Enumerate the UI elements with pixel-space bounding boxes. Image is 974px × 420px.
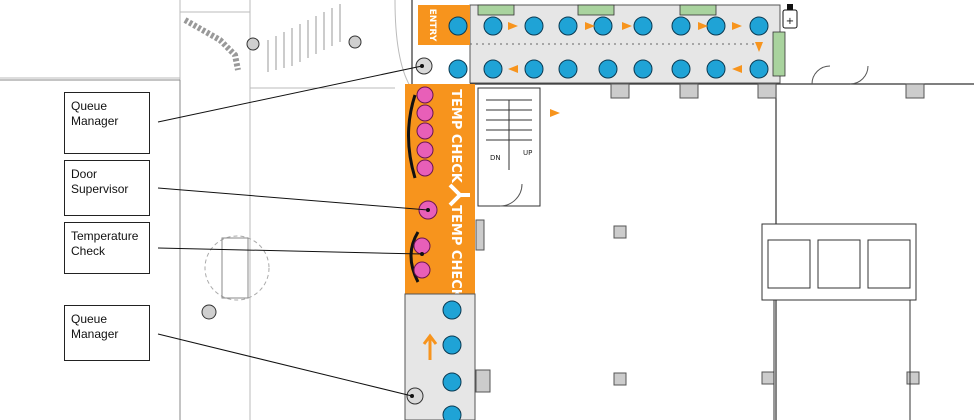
entry-label: ENTRY: [427, 9, 437, 42]
left-building-outline: [0, 79, 181, 420]
callout-door-supervisor: Door Supervisor: [64, 160, 150, 216]
stair-up-label: UP: [523, 149, 532, 157]
callout-leaders: [157, 65, 429, 397]
temp-check-label-bottom: TEMP CHECK: [448, 205, 463, 300]
tree-symbol: [204, 235, 270, 301]
split-arrow-icon: [448, 183, 470, 207]
leader-dots: [410, 64, 430, 398]
stair-core: [477, 87, 541, 207]
structural-columns: [475, 83, 925, 393]
door-swings: [499, 65, 869, 207]
stair-dn-label: DN: [490, 154, 501, 162]
pedestrian-icons: [201, 35, 362, 320]
curb-arc: [183, 17, 241, 71]
callout-text: Queue Manager: [71, 312, 119, 341]
flow-arrows: [508, 22, 763, 117]
svg-text:+: +: [786, 16, 794, 27]
callout-queue-manager-top: Queue Manager: [64, 92, 150, 154]
crosswalk-stripes: [267, 4, 341, 72]
hand-sanitizer-icon: +: [782, 4, 798, 29]
callout-text: Queue Manager: [71, 99, 119, 128]
callout-temperature-check: Temperature Check: [64, 222, 150, 274]
temp-check-zone: [405, 84, 475, 294]
callout-queue-manager-bottom: Queue Manager: [64, 305, 150, 361]
callout-text: Temperature Check: [71, 229, 139, 258]
street-linework: [0, 0, 411, 420]
flow-arrow-icon: [422, 333, 438, 360]
temp-check-label-top: TEMP CHECK: [448, 89, 463, 184]
queue-markers-top-row: [448, 16, 769, 79]
queue-manager-markers: [406, 57, 433, 405]
barrier-top: [407, 94, 417, 179]
callout-text: Door Supervisor: [71, 167, 129, 196]
barrier-bottom: [409, 231, 420, 283]
queue-markers-bottom-corridor: [442, 300, 462, 420]
lift-bank: [761, 223, 917, 420]
